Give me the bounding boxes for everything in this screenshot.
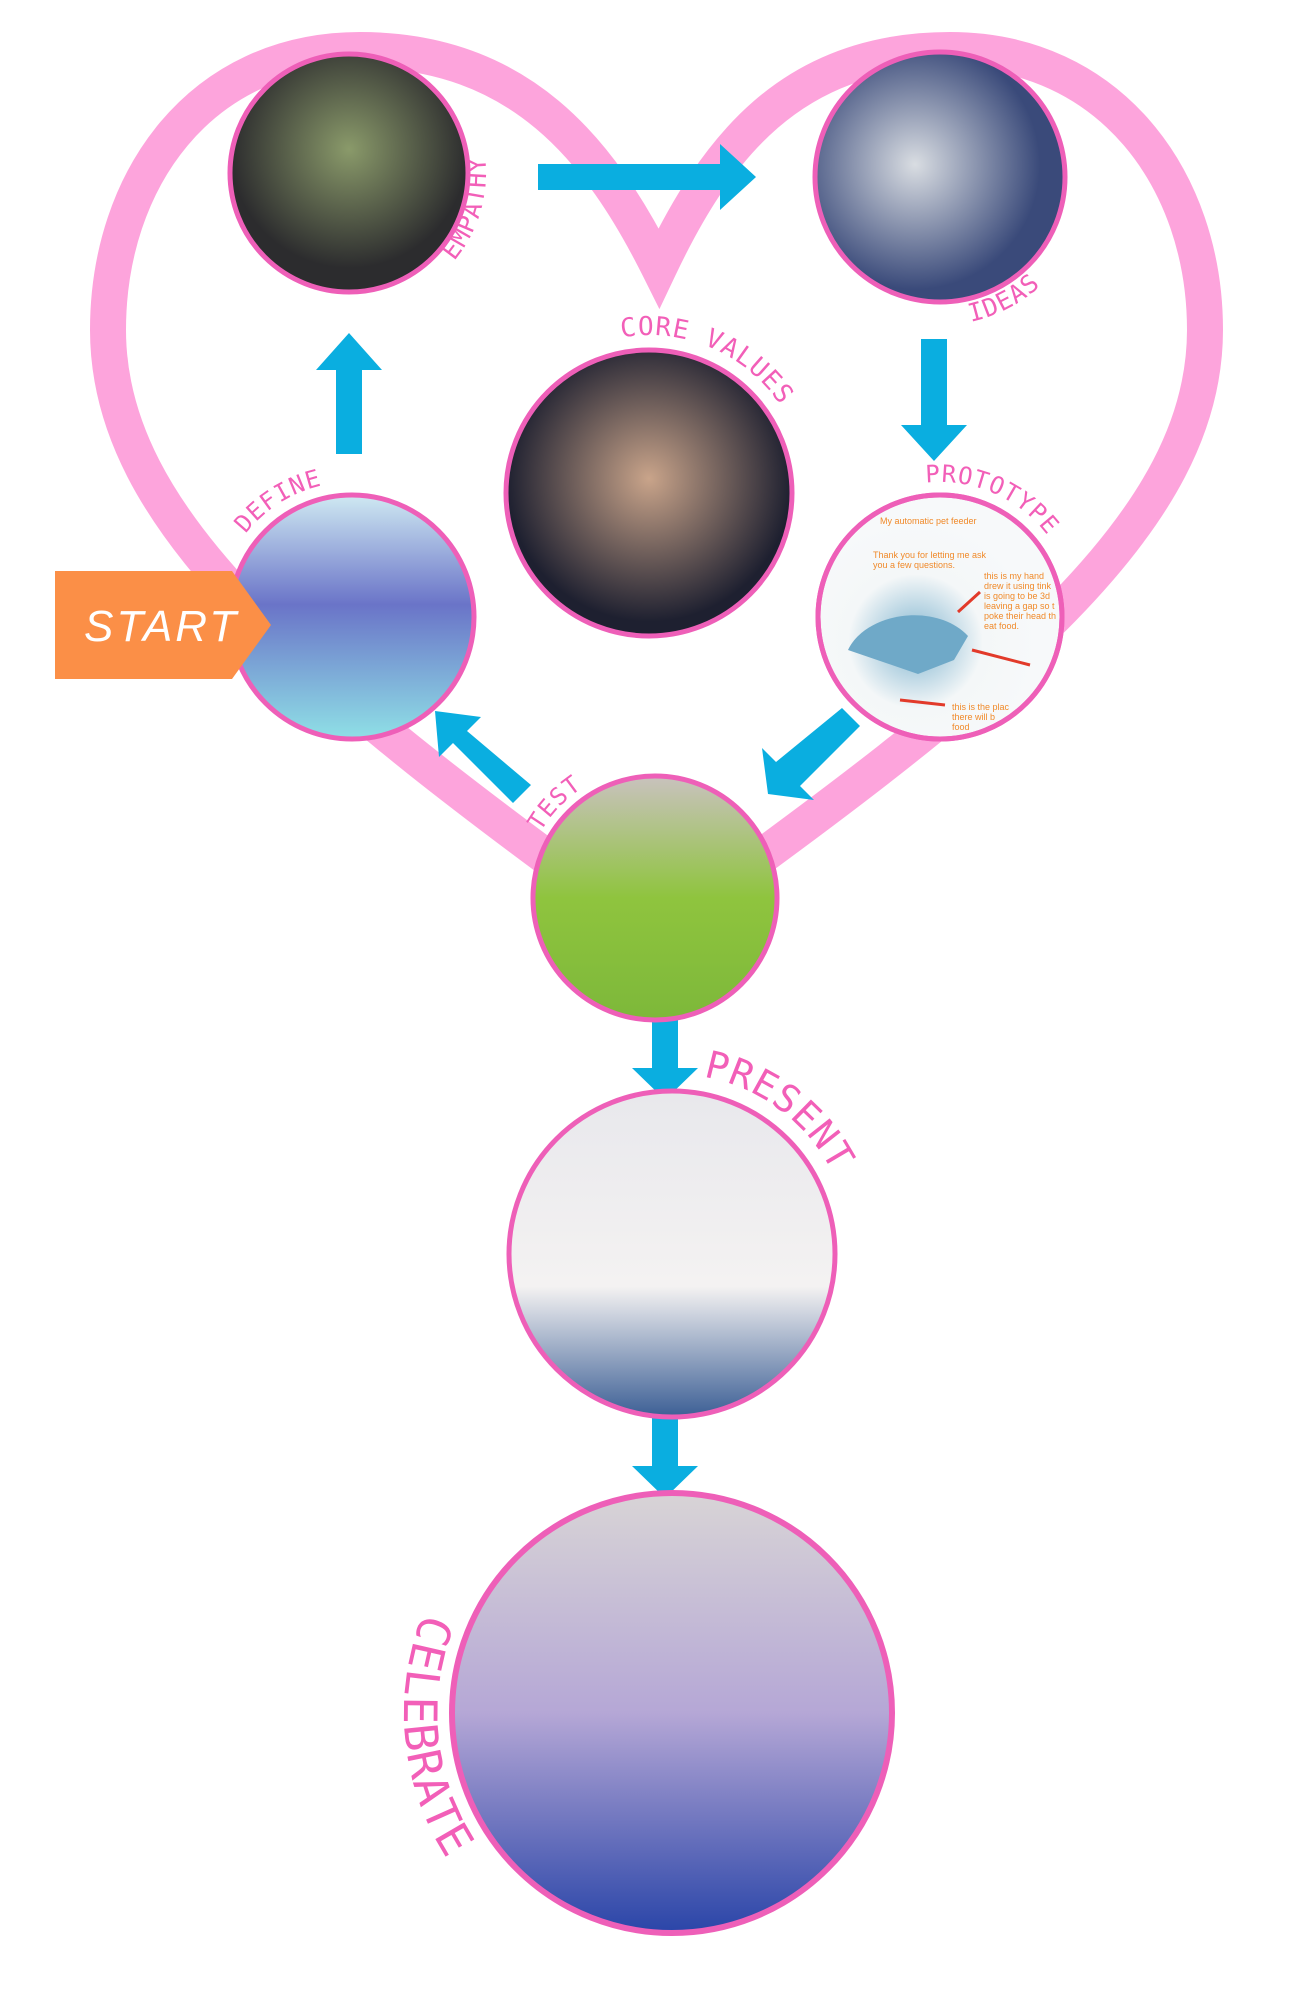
start-label: START [84,602,239,651]
ideas-photo [812,49,1068,305]
arrow-test-to-present [632,1020,698,1100]
proto-line: Thank you for letting me ask [873,550,987,560]
test-photo [530,773,780,1023]
proto-note: eat food. [984,621,1019,631]
pet-feeder-model [848,615,968,674]
proto-note: there will b [952,712,995,722]
arrow-ideas-to-prototype [901,339,967,461]
start-badge: START [55,571,271,679]
arrow-test-to-define [435,711,531,803]
proto-note: food [952,722,970,732]
proto-note: poke their head th [984,611,1056,621]
arrow-empathy-to-ideas [538,144,756,210]
empathy-photo [227,51,471,295]
proto-note: is going to be 3d [984,591,1050,601]
prototype-photo-text: My automatic pet feeder Thank you for le… [848,516,1056,732]
annotation-arrow [899,698,946,707]
arrow-prototype-to-test [762,708,860,800]
proto-note: this is my hand [984,571,1044,581]
annotation-arrow [971,648,1031,667]
proto-note: leaving a gap so t [984,601,1055,611]
proto-note: drew it using tink [984,581,1052,591]
proto-title: My automatic pet feeder [880,516,977,526]
proto-line: you a few questions. [873,560,955,570]
prototype-ring [815,492,1065,742]
arrow-present-to-celebrate [632,1418,698,1498]
present-photo [506,1088,838,1420]
core-values-photo [503,347,795,639]
annotation-arrow [956,590,982,614]
define-photo [227,492,477,742]
proto-note: this is the plac [952,702,1010,712]
celebrate-photo [449,1490,895,1936]
arrow-define-to-empathy [316,333,382,454]
